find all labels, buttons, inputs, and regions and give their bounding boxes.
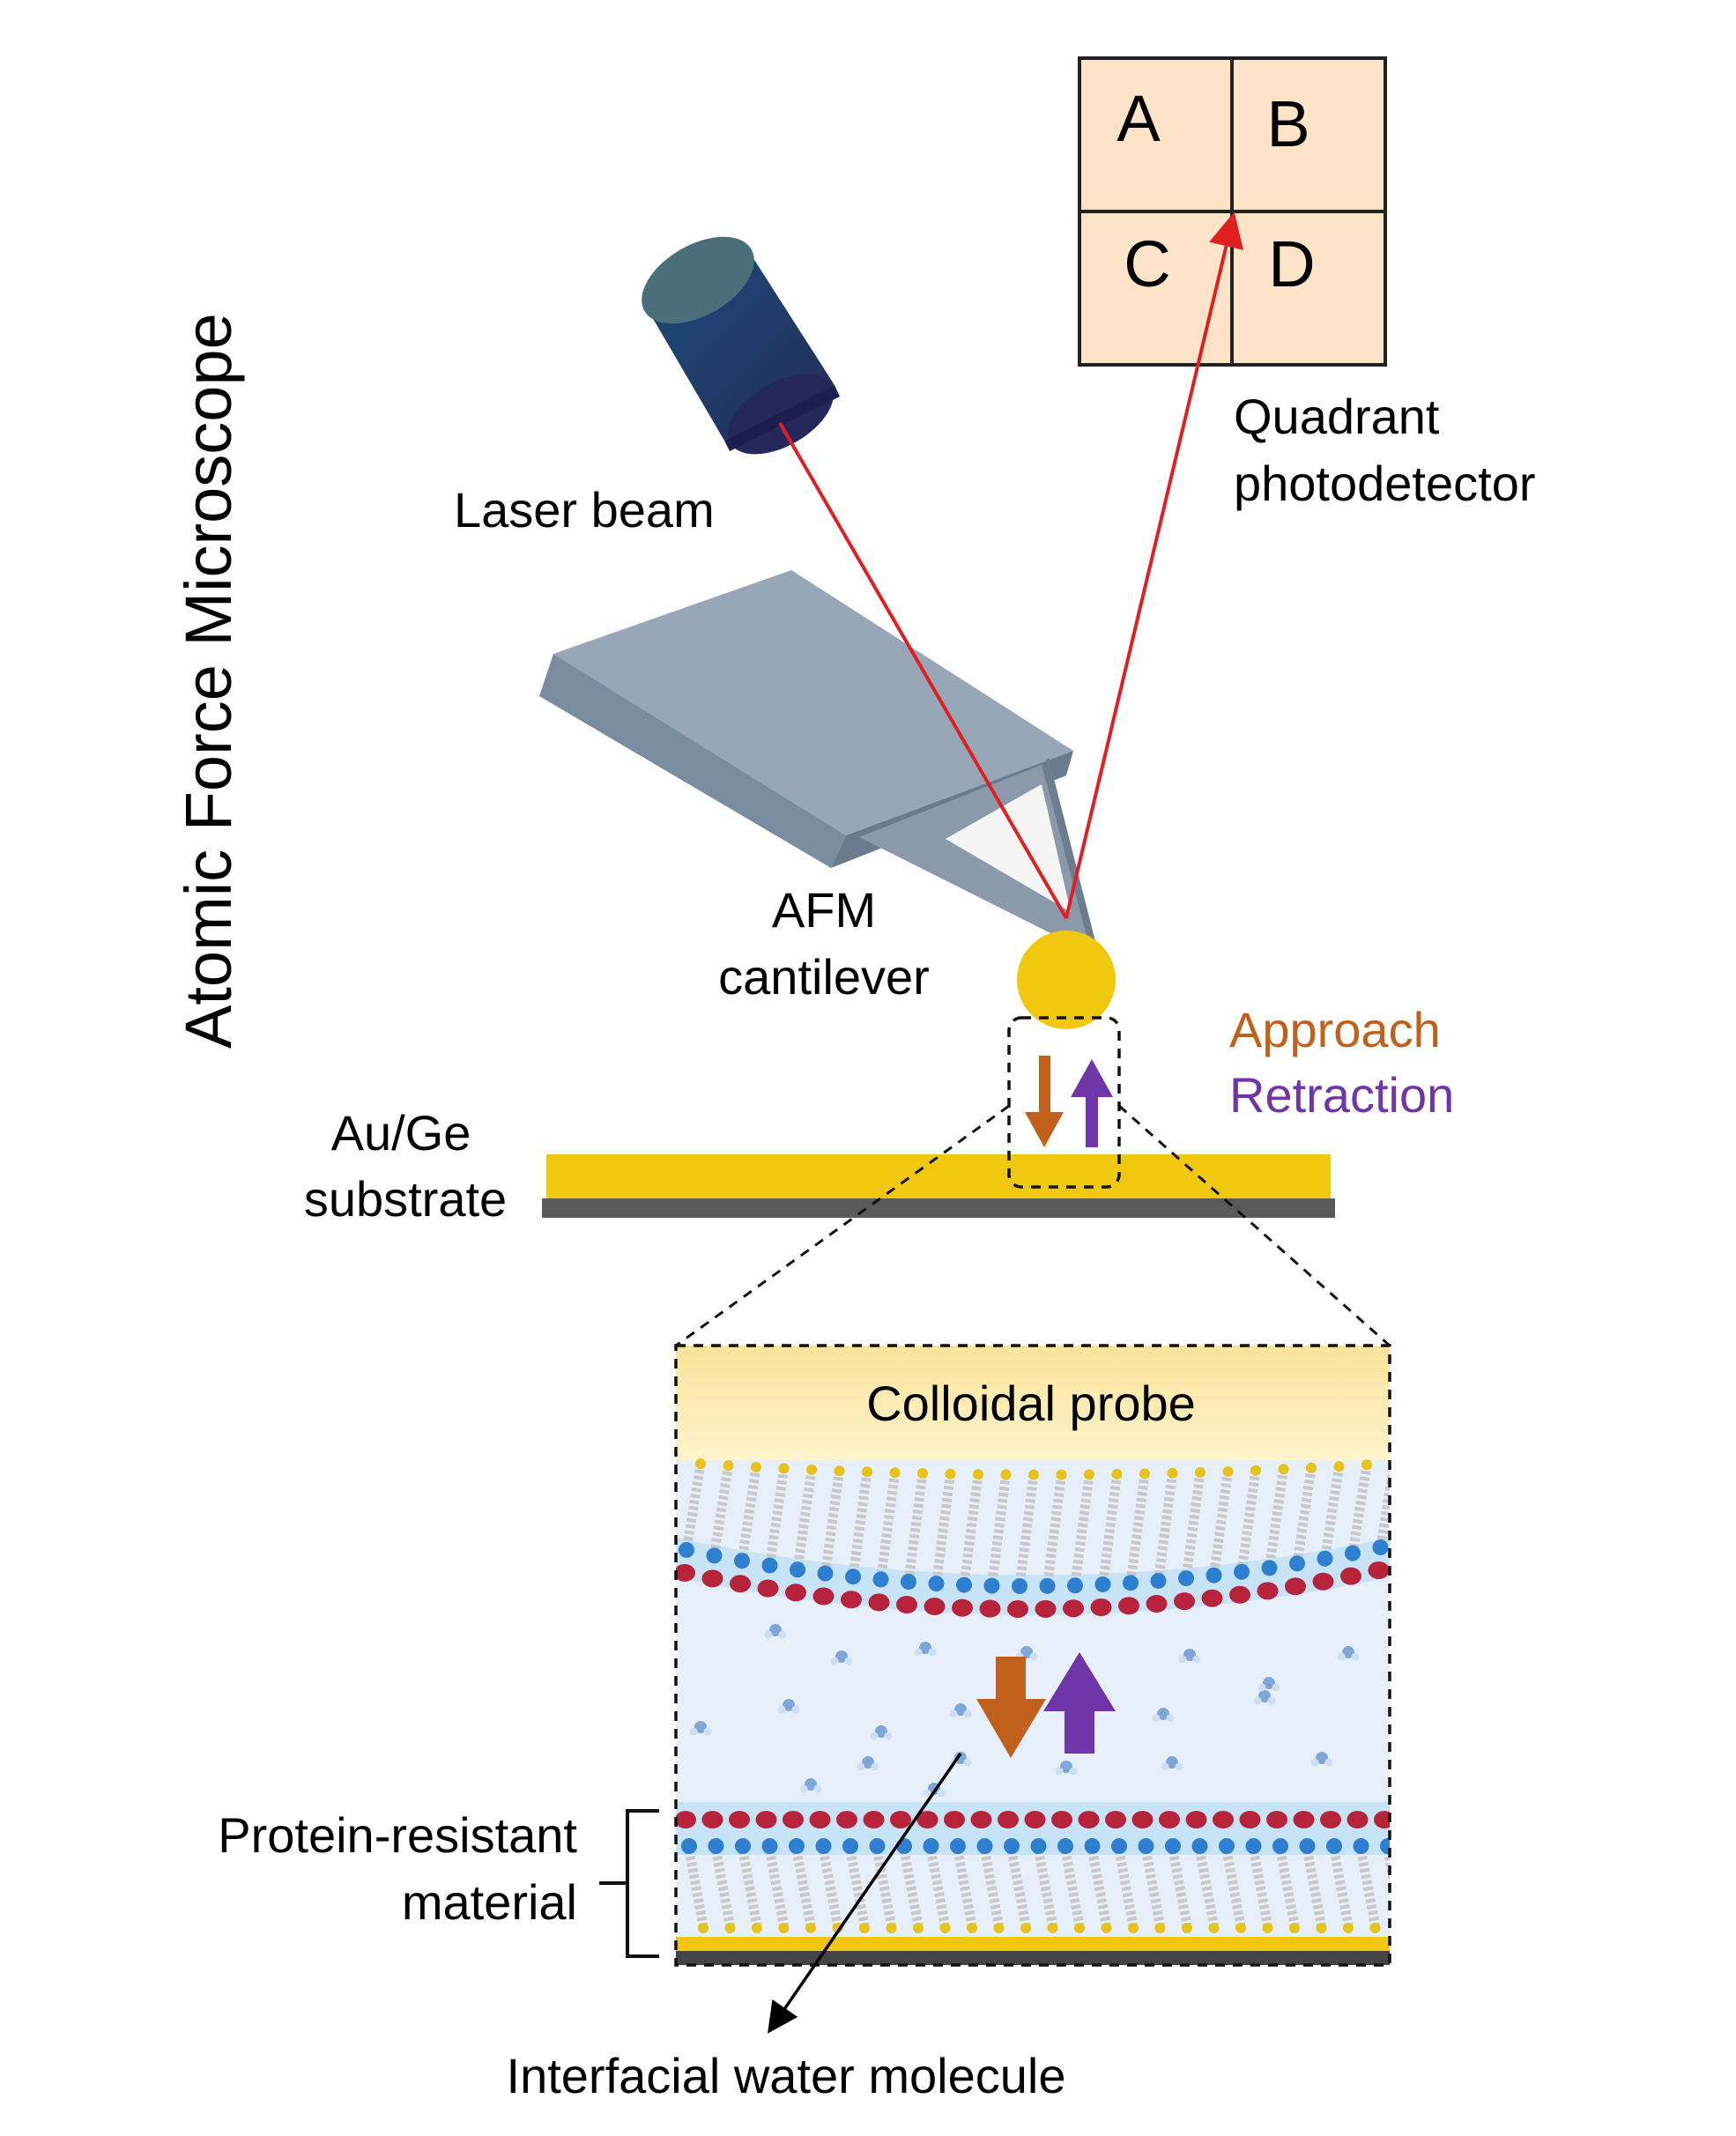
retraction-arrow-large xyxy=(1043,1652,1116,1754)
laser-source xyxy=(642,236,840,455)
quadrant-photodetector: A B C D xyxy=(1078,56,1387,367)
colloidal-probe-sphere xyxy=(1017,931,1116,1029)
inset-gold-layer xyxy=(676,1937,1390,1951)
laser-beam-label: Laser beam xyxy=(454,482,715,538)
afm-cantilever xyxy=(539,570,1098,953)
water-pointer-arrow xyxy=(768,1753,962,2034)
interfacial-water-molecules xyxy=(689,1624,1360,1798)
inset-base-layer xyxy=(676,1951,1390,1965)
quadrant-b: B xyxy=(1266,87,1309,160)
zoom-line-left xyxy=(675,1104,1010,1347)
quadrant-d: D xyxy=(1268,227,1315,300)
approach-arrow-large xyxy=(976,1657,1046,1758)
retraction-label: Retraction xyxy=(1229,1067,1454,1123)
detector-label-line2: photodetector xyxy=(1234,456,1535,511)
laser-reflected-beam xyxy=(1065,211,1243,919)
approach-label: Approach xyxy=(1229,1002,1441,1057)
substrate xyxy=(542,1154,1335,1218)
water-label: Interfacial water molecule xyxy=(507,2048,1066,2103)
diagram-title: Atomic Force Microscope xyxy=(172,313,245,1049)
quadrant-c: C xyxy=(1124,227,1170,300)
protein-label-line1: Protein-resistant xyxy=(218,1807,577,1863)
substrate-label-line1: Au/Ge xyxy=(331,1105,471,1161)
cantilever-label-line2: cantilever xyxy=(718,949,930,1005)
zoom-line-right xyxy=(1118,1104,1391,1347)
zoom-inset xyxy=(676,1346,1390,1965)
approach-arrow-small xyxy=(1025,1056,1064,1147)
protein-bracket xyxy=(599,1809,659,1958)
protein-label-line2: material xyxy=(402,1874,577,1930)
probe-monolayer-chains xyxy=(676,1458,1390,1618)
zoom-inset-border xyxy=(674,1344,1391,1967)
quadrant-a: A xyxy=(1117,82,1161,155)
substrate-label-line2: substrate xyxy=(304,1171,507,1227)
zoom-highlight-box xyxy=(1007,1016,1121,1189)
cantilever-label-line1: AFM xyxy=(772,882,876,938)
detector-label-line1: Quadrant xyxy=(1234,389,1440,444)
laser-incident-beam xyxy=(778,421,1068,920)
retraction-arrow-small xyxy=(1071,1059,1113,1147)
colloidal-probe-label: Colloidal probe xyxy=(866,1376,1196,1431)
substrate-monolayer-chains xyxy=(676,1802,1390,1933)
